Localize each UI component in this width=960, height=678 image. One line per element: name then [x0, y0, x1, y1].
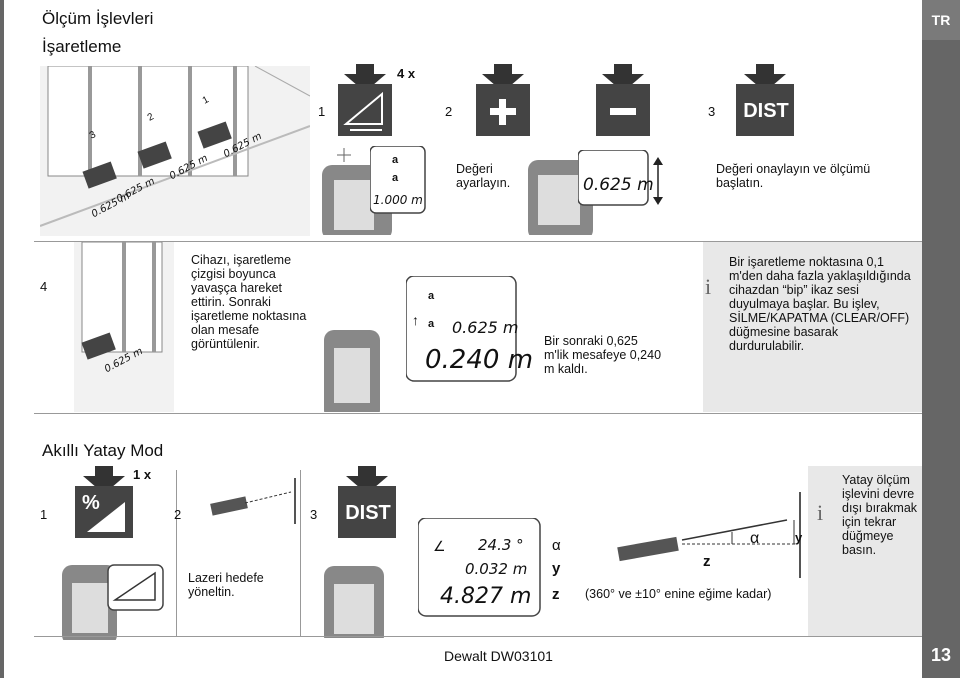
lcd-small-value: 0.625 m: [452, 318, 519, 337]
step-number: 1: [318, 104, 326, 119]
lcd-value: 1.000 m: [373, 193, 423, 207]
dist-button-label: DIST: [345, 502, 391, 524]
minus-button[interactable]: [594, 64, 652, 136]
legend-alpha: α: [552, 537, 561, 554]
device-level-illustration: [62, 564, 164, 640]
dist-button-label: DIST: [743, 100, 789, 122]
section-subtitle: İşaretleme: [42, 37, 122, 56]
left-edge-strip: [0, 0, 4, 678]
legend-y: y: [552, 560, 561, 577]
divider: [34, 241, 922, 242]
device-illustration: [528, 160, 593, 235]
device-illustration: [324, 566, 384, 638]
angle-icon: ∠: [433, 538, 446, 554]
step-number: 1: [40, 507, 48, 522]
divider: [300, 470, 301, 636]
divider: [34, 636, 922, 637]
dist-button[interactable]: [734, 64, 796, 136]
info-icon: i: [705, 274, 712, 299]
aim-laser-illustration: [210, 478, 296, 524]
confirm-instruction: Değeri onaylayın ve ölçümü başlatın.: [716, 162, 871, 190]
lcd-adjust-value: 0.625 m: [583, 175, 654, 195]
lcd-a-bottom: a: [428, 318, 435, 330]
remaining-distance-text: Bir sonraki 0,625 m'lik mesafeye 0,240 m…: [544, 334, 662, 376]
range-text: (360° ve ±10° enine eğime kadar): [585, 587, 772, 601]
lcd-callout: [370, 146, 426, 214]
smart-horizontal-button[interactable]: [73, 466, 135, 538]
wall-marking-illustration: [40, 66, 310, 236]
step-number: 2: [174, 507, 182, 522]
lcd-callout: [578, 150, 649, 206]
info-text: Yatay ölçüm işlevini devre dışı bırakmak…: [842, 473, 918, 557]
plus-button[interactable]: [474, 64, 532, 136]
footer-product: Dewalt DW03101: [444, 648, 553, 664]
step-number: 3: [708, 104, 716, 119]
aim-instruction: Lazeri hedefe yöneltin.: [188, 571, 264, 599]
legend-z: z: [552, 586, 560, 603]
press-count: 1 x: [133, 467, 152, 482]
wall-move-illustration: [74, 242, 174, 412]
step-number: 3: [310, 507, 318, 522]
adjust-arrow-icon: [653, 157, 663, 205]
info-text: Bir işaretleme noktasına 0,1 m'den daha …: [729, 255, 911, 353]
lcd-y: 0.032 m: [465, 560, 528, 578]
lcd-callout: [406, 276, 517, 382]
lcd-angle: 24.3 °: [478, 536, 524, 554]
lcd-callout: [418, 518, 541, 617]
press-count: 4 x: [397, 66, 416, 81]
step-number: 4: [40, 279, 48, 294]
divider: [176, 470, 177, 636]
percent-label: %: [82, 492, 100, 514]
info-icon: i: [817, 500, 824, 525]
adjust-instruction: Değeri ayarlayın.: [456, 162, 511, 190]
lcd-big-value: 0.240 m: [425, 345, 534, 375]
info-box: [808, 466, 922, 636]
section-title: Akıllı Yatay Mod: [42, 441, 164, 460]
lcd-z: 4.827 m: [440, 584, 532, 609]
diagram-z: z: [703, 553, 711, 570]
move-instruction: Cihazı, işaretleme çizgisi boyunca yavaş…: [191, 253, 307, 351]
marking-function-button[interactable]: [336, 64, 394, 136]
language-tab: TR: [922, 0, 960, 40]
lcd-a-top: a: [428, 290, 435, 302]
info-box: [703, 242, 922, 412]
lcd-a-bottom: a: [392, 172, 399, 184]
up-arrow-icon: ↑: [412, 312, 419, 328]
lcd-a-top: a: [392, 154, 399, 166]
diagram-y: y: [795, 530, 803, 545]
device-illustration: [324, 330, 380, 412]
diagram-alpha: α: [750, 530, 760, 547]
page-sidebar: [922, 0, 960, 678]
horizontal-diagram: [617, 492, 801, 578]
step-number: 2: [445, 104, 453, 119]
dist-button[interactable]: [336, 466, 398, 538]
page-number: 13: [930, 645, 952, 665]
section-title: Ölçüm İşlevleri: [42, 9, 154, 28]
divider: [34, 413, 922, 414]
